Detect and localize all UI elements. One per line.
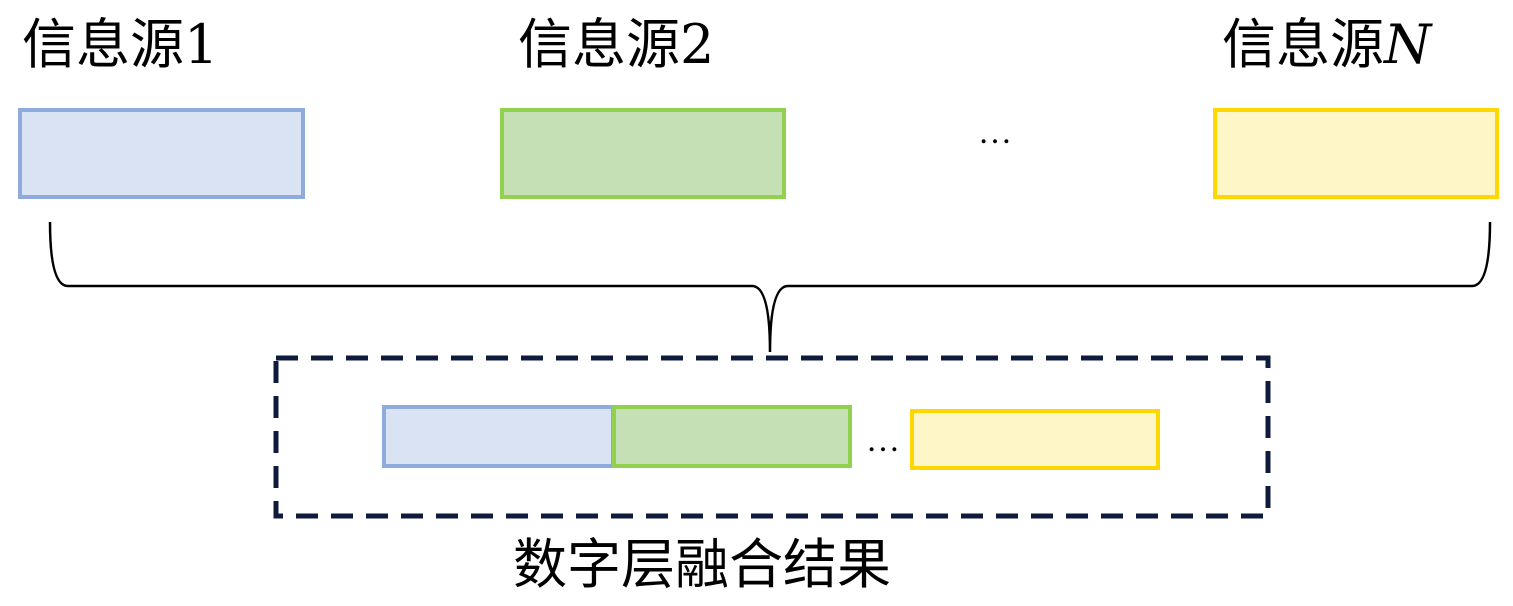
source-2-name: 信息源 — [518, 13, 680, 76]
source-2-box — [500, 108, 786, 199]
source-n-name: 信息源 — [1222, 13, 1384, 76]
source-n-label: 信息源N — [1222, 18, 1431, 72]
fused-segment-1 — [382, 405, 615, 468]
source-1-name: 信息源 — [22, 13, 184, 76]
source-2-index: 2 — [680, 13, 715, 76]
fusion-result-label: 数字层融合结果 — [513, 533, 891, 596]
source-1-label: 信息源1 — [22, 18, 218, 72]
source-1-box — [18, 108, 305, 199]
source-1-index: 1 — [184, 13, 219, 76]
source-n-box — [1213, 108, 1499, 199]
source-2-label: 信息源2 — [518, 18, 714, 72]
sources-ellipsis: … — [978, 114, 1012, 151]
fused-segment-n — [910, 409, 1160, 470]
fused-segment-2 — [612, 405, 852, 468]
fusion-result-frame — [273, 355, 1271, 519]
fused-ellipsis: … — [866, 422, 900, 459]
source-n-index: N — [1384, 13, 1432, 76]
grouping-brace — [48, 221, 1492, 353]
